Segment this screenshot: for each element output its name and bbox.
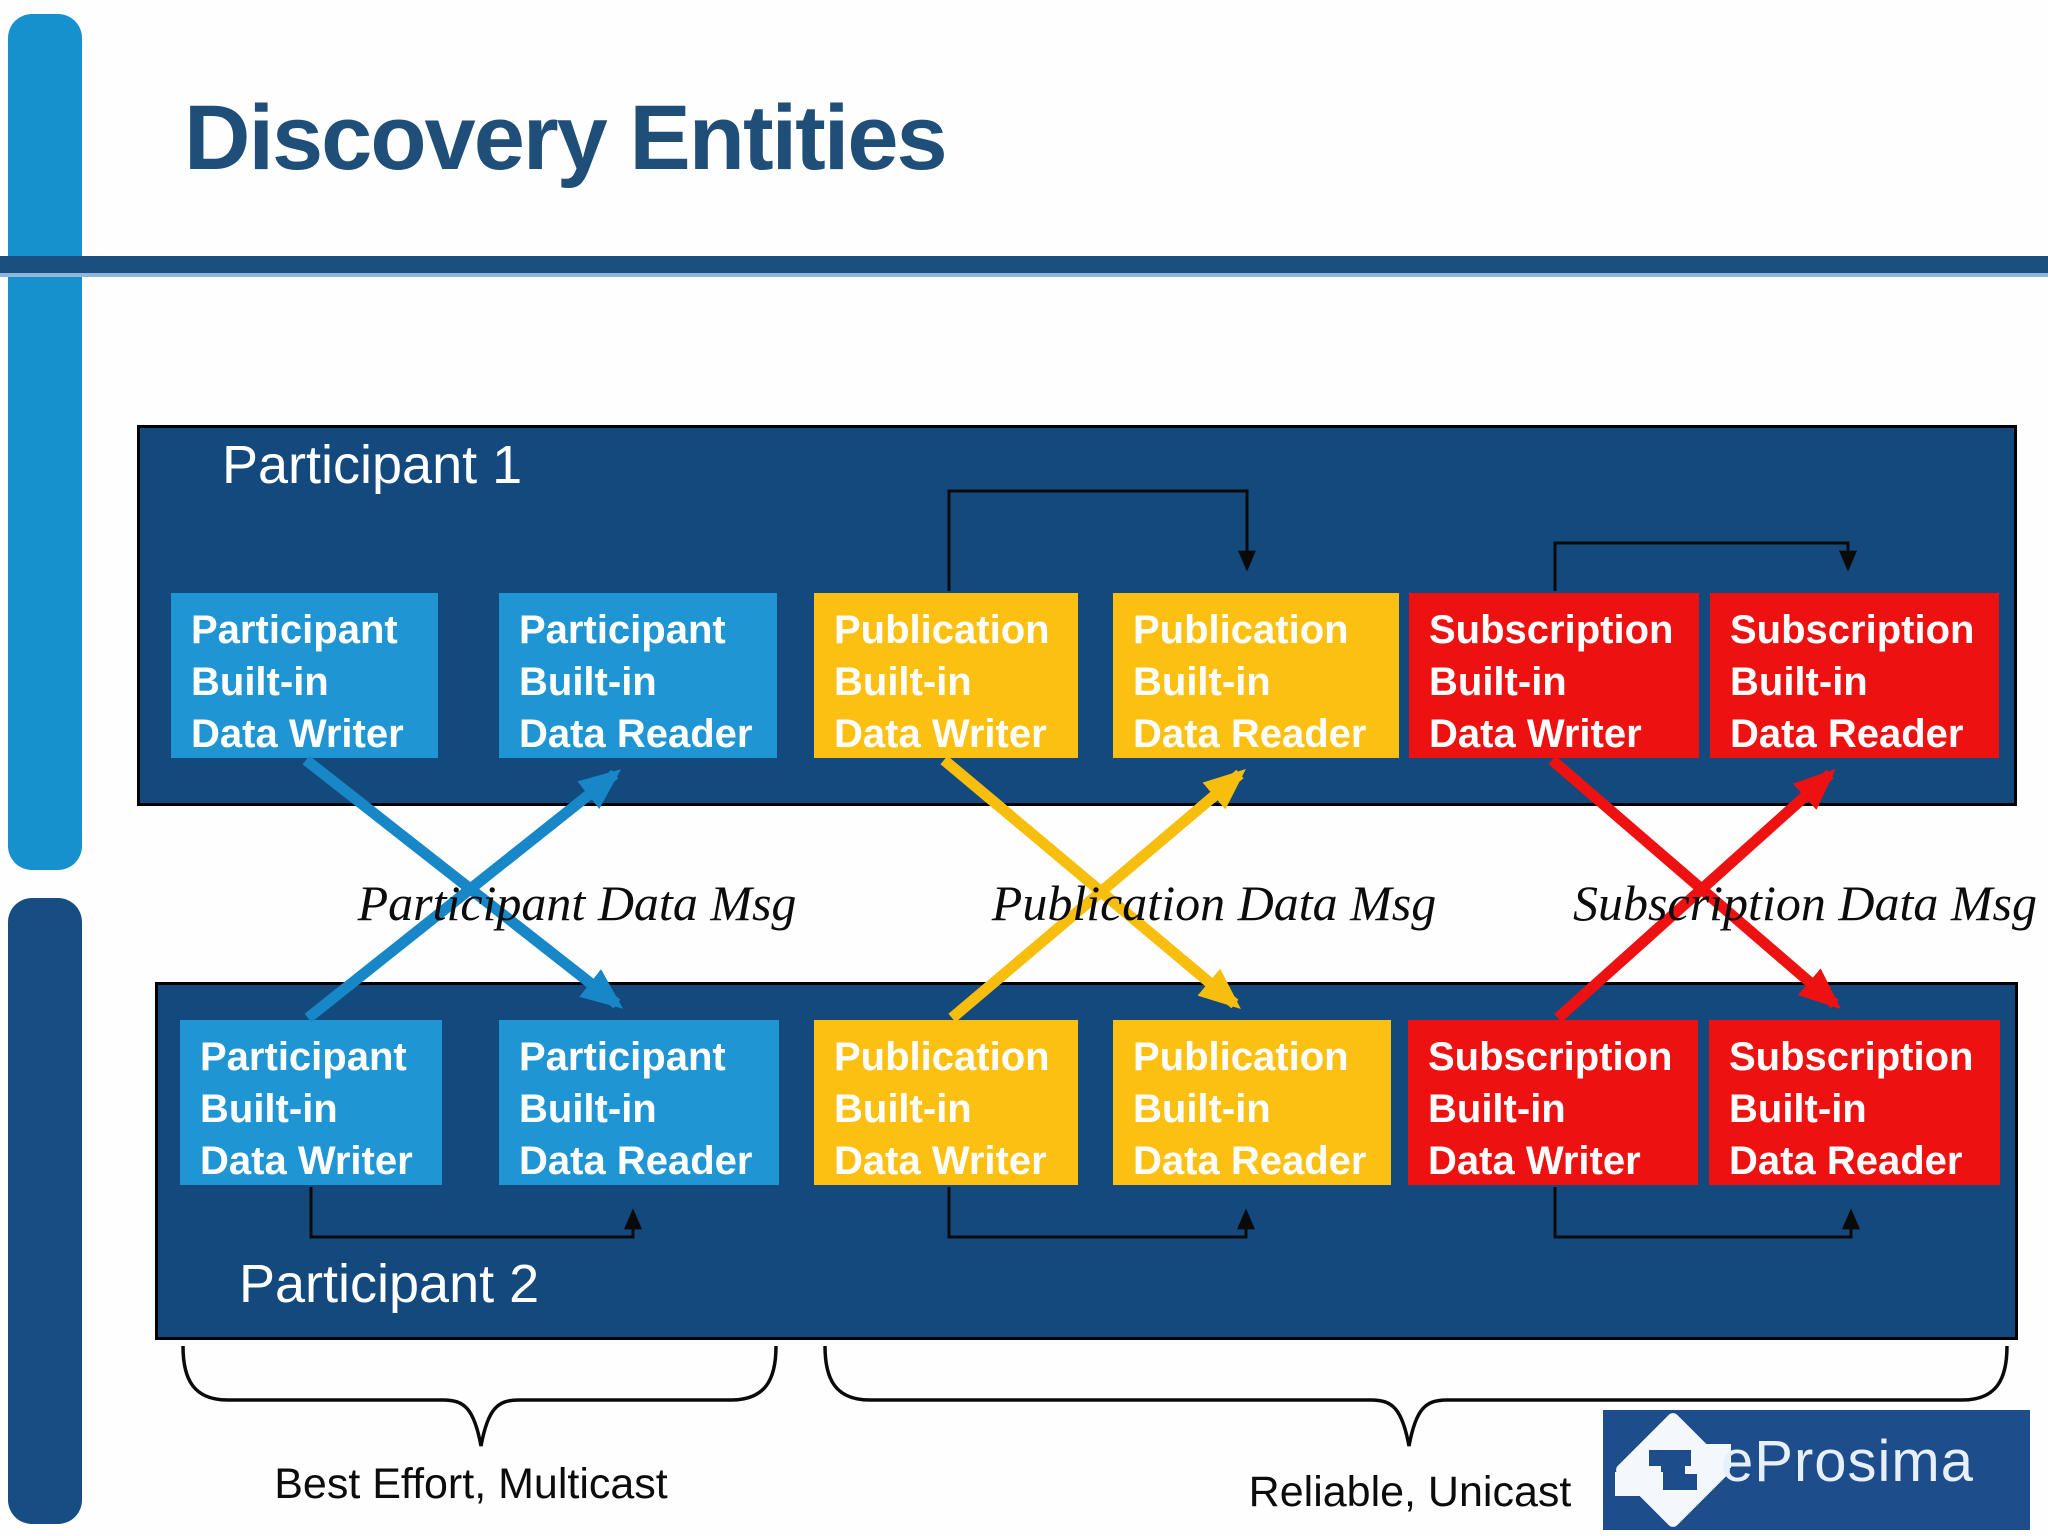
p1-subscription-datareader-box: Subscription Built-in Data Reader bbox=[1710, 593, 1999, 758]
box-line: Publication bbox=[1133, 608, 1349, 652]
box-line: Data Reader bbox=[1133, 712, 1367, 756]
box-line: Participant bbox=[519, 608, 726, 652]
box-line: Participant bbox=[519, 1035, 726, 1079]
box-line: Built-in bbox=[519, 660, 657, 704]
title-divider bbox=[0, 256, 2048, 277]
p1-publication-datareader-box: Publication Built-in Data Reader bbox=[1113, 593, 1399, 758]
participant2-panel bbox=[155, 982, 2018, 1340]
box-line: Built-in bbox=[834, 660, 972, 704]
box-line: Data Writer bbox=[1428, 1139, 1641, 1183]
box-line: Built-in bbox=[519, 1087, 657, 1131]
box-line: Built-in bbox=[1133, 1087, 1271, 1131]
box-line: Data Reader bbox=[1729, 1139, 1963, 1183]
box-line: Participant bbox=[200, 1035, 407, 1079]
subscription-data-msg-label: Subscription Data Msg bbox=[1573, 875, 2037, 931]
p1-participant-datareader-box: Participant Built-in Data Reader bbox=[499, 593, 777, 758]
box-line: Data Reader bbox=[519, 1139, 753, 1183]
reliable-unicast-label: Reliable, Unicast bbox=[1248, 1468, 1572, 1516]
accent-bar-dark bbox=[8, 898, 82, 1524]
box-line: Data Writer bbox=[191, 712, 404, 756]
eprosima-logo-text: eProsima bbox=[1721, 1429, 1974, 1494]
box-line: Subscription bbox=[1428, 1035, 1673, 1079]
p2-participant-datareader-box: Participant Built-in Data Reader bbox=[499, 1020, 779, 1185]
p2-subscription-datawriter-box: Subscription Built-in Data Writer bbox=[1408, 1020, 1698, 1185]
p2-publication-datareader-box: Publication Built-in Data Reader bbox=[1113, 1020, 1391, 1185]
p2-publication-datawriter-box: Publication Built-in Data Writer bbox=[814, 1020, 1078, 1185]
box-line: Participant bbox=[191, 608, 398, 652]
p2-subscription-datareader-box: Subscription Built-in Data Reader bbox=[1709, 1020, 2000, 1185]
box-line: Subscription bbox=[1429, 608, 1674, 652]
accent-bar-light bbox=[8, 14, 82, 870]
box-line: Data Reader bbox=[1133, 1139, 1367, 1183]
box-line: Built-in bbox=[200, 1087, 338, 1131]
box-line: Data Writer bbox=[834, 712, 1047, 756]
p1-participant-datawriter-box: Participant Built-in Data Writer bbox=[171, 593, 438, 758]
box-line: Data Reader bbox=[1730, 712, 1964, 756]
box-line: Data Writer bbox=[200, 1139, 413, 1183]
box-line: Data Writer bbox=[1429, 712, 1642, 756]
participant-data-msg-label: Participant Data Msg bbox=[357, 875, 797, 931]
box-line: Publication bbox=[834, 1035, 1050, 1079]
box-line: Publication bbox=[834, 608, 1050, 652]
page-title: Discovery Entities bbox=[184, 87, 948, 189]
box-line: Built-in bbox=[1729, 1087, 1867, 1131]
publication-data-msg-label: Publication Data Msg bbox=[991, 875, 1437, 931]
p2-participant-datawriter-box: Participant Built-in Data Writer bbox=[180, 1020, 442, 1185]
box-line: Built-in bbox=[191, 660, 329, 704]
box-line: Data Writer bbox=[834, 1139, 1047, 1183]
box-line: Built-in bbox=[834, 1087, 972, 1131]
box-line: Built-in bbox=[1730, 660, 1868, 704]
participant1-label: Participant 1 bbox=[222, 435, 523, 495]
box-line: Subscription bbox=[1729, 1035, 1974, 1079]
participant2-label: Participant 2 bbox=[239, 1254, 540, 1314]
box-line: Publication bbox=[1133, 1035, 1349, 1079]
box-line: Built-in bbox=[1133, 660, 1271, 704]
box-line: Built-in bbox=[1429, 660, 1567, 704]
box-line: Data Reader bbox=[519, 712, 753, 756]
p1-subscription-datawriter-box: Subscription Built-in Data Writer bbox=[1409, 593, 1699, 758]
box-line: Subscription bbox=[1730, 608, 1975, 652]
p1-publication-datawriter-box: Publication Built-in Data Writer bbox=[814, 593, 1078, 758]
box-line: Built-in bbox=[1428, 1087, 1566, 1131]
best-effort-multicast-label: Best Effort, Multicast bbox=[274, 1460, 668, 1508]
